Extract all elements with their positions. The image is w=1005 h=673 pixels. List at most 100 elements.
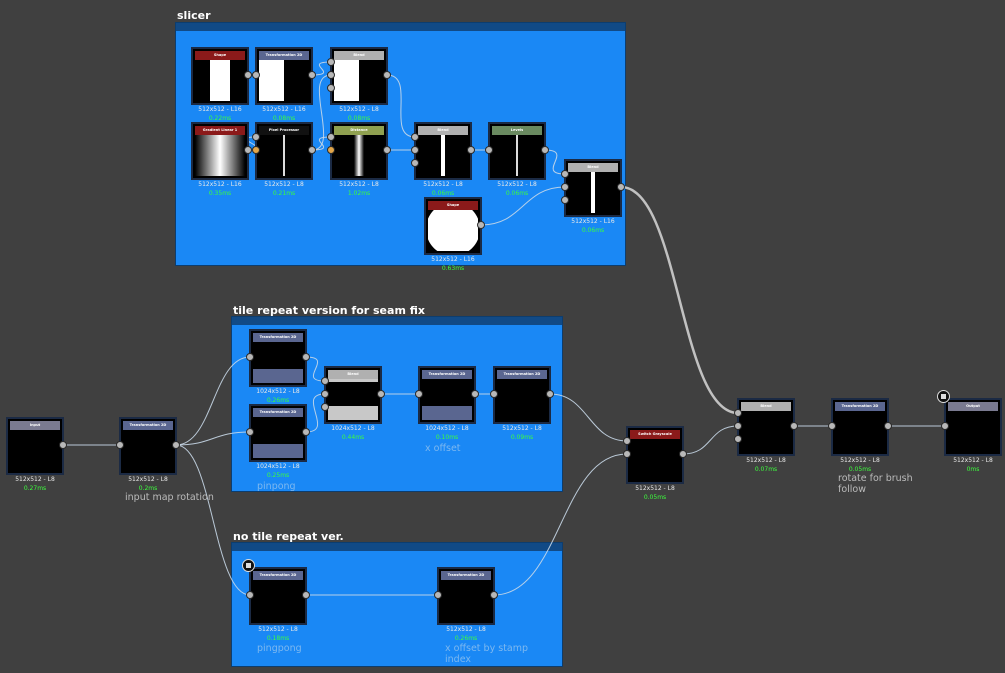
node-levels[interactable]: Levels: [488, 122, 546, 180]
node-blend[interactable]: Blend: [330, 47, 388, 105]
node-transformation-2d[interactable]: Transformation 2D: [249, 404, 307, 462]
node-transformation-2d[interactable]: Transformation 2D: [493, 366, 551, 424]
node-time: 0.22ms: [208, 115, 232, 122]
node-pixel-processor[interactable]: Pixel Processor: [255, 122, 313, 180]
output-port[interactable]: [790, 422, 798, 430]
node-blend[interactable]: Blend: [324, 366, 382, 424]
output-port[interactable]: [383, 146, 391, 154]
node-preview: [10, 430, 60, 471]
input-port[interactable]: [327, 84, 335, 92]
input-port[interactable]: [321, 377, 329, 385]
output-port[interactable]: [172, 441, 180, 449]
node-time: 0.63ms: [441, 265, 465, 272]
output-port[interactable]: [477, 221, 485, 229]
output-port[interactable]: [377, 390, 385, 398]
node-title: Transformation 2D: [422, 370, 472, 379]
input-port[interactable]: [941, 422, 949, 430]
node-transformation-2d[interactable]: Transformation 2D: [255, 47, 313, 105]
comment-rotate-brush[interactable]: rotate for brush follow: [838, 473, 913, 495]
input-port[interactable]: [252, 71, 260, 79]
node-gradient-linear-1[interactable]: Gradient Linear 1: [191, 122, 249, 180]
node-input[interactable]: Input: [6, 417, 64, 475]
input-port[interactable]: [561, 170, 569, 178]
output-port[interactable]: [884, 422, 892, 430]
node-title: Transformation 2D: [123, 421, 173, 430]
output-port[interactable]: [59, 441, 67, 449]
node-title: Blend: [741, 402, 791, 411]
input-port[interactable]: [327, 146, 335, 154]
node-transformation-2d[interactable]: Transformation 2D: [249, 329, 307, 387]
node-blend[interactable]: Blend: [414, 122, 472, 180]
input-port[interactable]: [734, 409, 742, 417]
input-port[interactable]: [246, 353, 254, 361]
node-transformation-2d[interactable]: Transformation 2D: [249, 567, 307, 625]
output-port[interactable]: [302, 591, 310, 599]
node-distance[interactable]: Distance: [330, 122, 388, 180]
node-time: 0.05ms: [848, 466, 872, 473]
input-port[interactable]: [561, 183, 569, 191]
comment-pingpong[interactable]: pingpong: [257, 643, 302, 654]
comment-input-map-rotation[interactable]: input map rotation: [125, 492, 214, 503]
node-transformation-2d[interactable]: Transformation 2D: [119, 417, 177, 475]
frame-header[interactable]: [232, 317, 562, 325]
wire[interactable]: [682, 425, 739, 455]
output-port[interactable]: [679, 450, 687, 458]
comment-x-offset[interactable]: x offset: [425, 443, 461, 454]
comment-x-offset-stamp[interactable]: x offset by stamp index: [445, 643, 528, 665]
input-port[interactable]: [490, 390, 498, 398]
input-port[interactable]: [246, 591, 254, 599]
node-preview: [948, 411, 998, 452]
node-shape[interactable]: Shape: [191, 47, 249, 105]
input-port[interactable]: [561, 196, 569, 204]
frame-header[interactable]: [232, 543, 562, 551]
input-port[interactable]: [327, 58, 335, 66]
output-port[interactable]: [467, 146, 475, 154]
output-port[interactable]: [383, 71, 391, 79]
input-port[interactable]: [411, 133, 419, 141]
output-port[interactable]: [471, 390, 479, 398]
input-port[interactable]: [485, 146, 493, 154]
frame-header[interactable]: [176, 23, 625, 31]
node-switch-grayscale[interactable]: Switch Grayscale: [626, 426, 684, 484]
input-port[interactable]: [116, 441, 124, 449]
input-port[interactable]: [246, 428, 254, 436]
output-port[interactable]: [490, 591, 498, 599]
output-port[interactable]: [244, 71, 252, 79]
input-port[interactable]: [411, 159, 419, 167]
node-resolution: 512x512 - L8: [502, 425, 542, 432]
node-title: Input: [10, 421, 60, 430]
output-port[interactable]: [244, 146, 252, 154]
node-output[interactable]: Output: [944, 398, 1002, 456]
input-port[interactable]: [411, 146, 419, 154]
input-port[interactable]: [327, 133, 335, 141]
node-transformation-2d[interactable]: Transformation 2D: [418, 366, 476, 424]
node-transformation-2d[interactable]: Transformation 2D: [831, 398, 889, 456]
output-port[interactable]: [302, 353, 310, 361]
output-port[interactable]: [546, 390, 554, 398]
wire[interactable]: [620, 185, 739, 415]
input-port[interactable]: [252, 146, 260, 154]
input-port[interactable]: [321, 403, 329, 411]
output-port[interactable]: [308, 71, 316, 79]
input-port[interactable]: [734, 422, 742, 430]
input-port[interactable]: [734, 435, 742, 443]
node-blend[interactable]: Blend: [737, 398, 795, 456]
checker-icon: [242, 559, 255, 572]
node-blend[interactable]: Blend: [564, 159, 622, 217]
input-port[interactable]: [252, 133, 260, 141]
input-port[interactable]: [434, 591, 442, 599]
input-port[interactable]: [623, 437, 631, 445]
output-port[interactable]: [617, 183, 625, 191]
node-transformation-2d[interactable]: Transformation 2D: [437, 567, 495, 625]
input-port[interactable]: [828, 422, 836, 430]
input-port[interactable]: [415, 390, 423, 398]
node-time: 0.09ms: [510, 434, 534, 441]
comment-pinpong[interactable]: pinpong: [257, 481, 296, 492]
input-port[interactable]: [327, 71, 335, 79]
node-shape[interactable]: Shape: [424, 197, 482, 255]
input-port[interactable]: [321, 390, 329, 398]
output-port[interactable]: [541, 146, 549, 154]
output-port[interactable]: [308, 146, 316, 154]
input-port[interactable]: [623, 450, 631, 458]
output-port[interactable]: [302, 428, 310, 436]
